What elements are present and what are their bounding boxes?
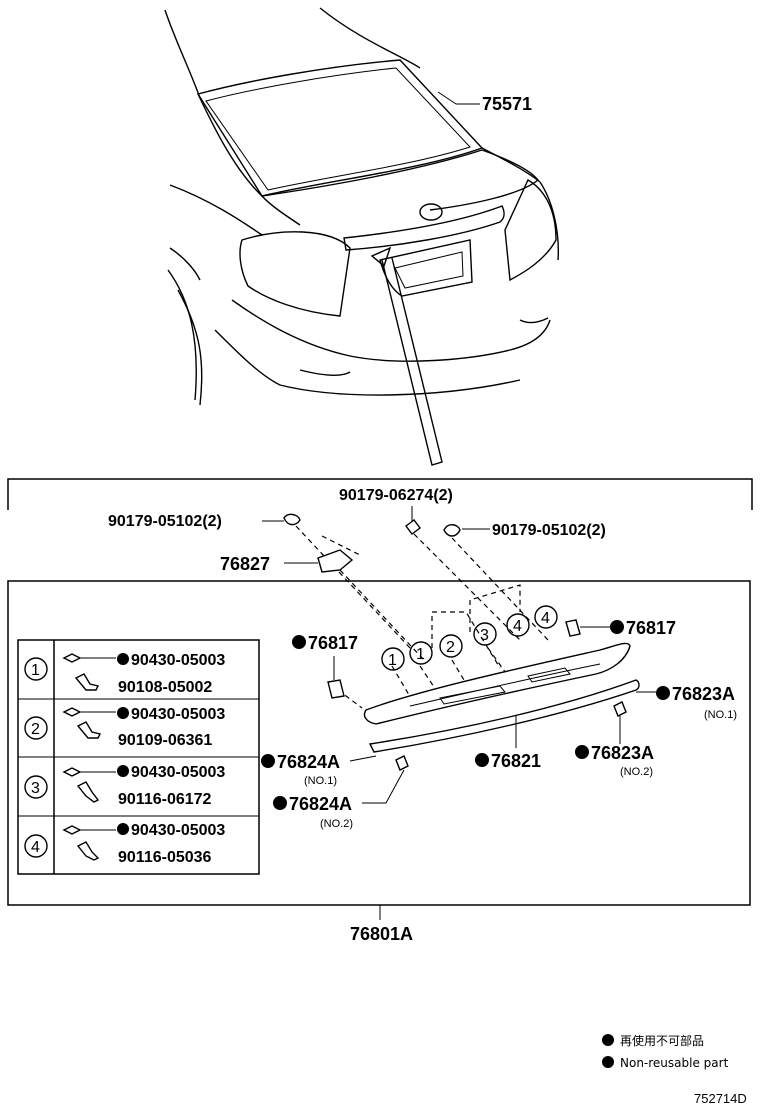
nut-icon: [405, 519, 421, 535]
washer-icon: [62, 653, 82, 663]
garnish-assembly: [327, 619, 640, 771]
part-90179-05102-right: 90179-05102(2): [443, 522, 606, 641]
part-note-76823A-no1: (NO.1): [704, 709, 737, 721]
part-note-76824A-no1: (NO.1): [304, 775, 337, 787]
callout-1a: 1: [388, 652, 397, 669]
part-90179-06274: 90179-06274(2): [339, 487, 521, 641]
screw-icon: [76, 721, 102, 739]
screw-icon: [76, 841, 100, 861]
table-row: 4 90430-05003 90116-05036: [24, 822, 225, 866]
callout-1b: 1: [416, 646, 425, 663]
callout-3: 3: [480, 627, 489, 644]
part-label-90179-06274: 90179-06274(2): [339, 487, 453, 504]
part-note-76823A-no2: (NO.2): [620, 766, 653, 778]
washer-icon: [62, 707, 82, 717]
part-label-76817-right: 76817: [626, 618, 676, 638]
part-label-76823A-no2: 76823A: [591, 743, 654, 763]
row-number: 1: [31, 662, 40, 679]
screw-part-number: 90116-06172: [118, 791, 212, 808]
washer-icon: [62, 825, 82, 835]
part-label-76824A-no1: 76824A: [277, 752, 340, 772]
screw-part-number: 90109-06361: [118, 732, 212, 749]
fastener-table: 1 90430-05003 90108-05002 2 90430-05003 …: [17, 639, 260, 875]
table-row: 3 90430-05003 90116-06172: [24, 764, 225, 808]
callout-2: 2: [446, 639, 455, 656]
part-label-76821: 76821: [491, 751, 541, 771]
nut-part-number: 90430-05003: [131, 764, 225, 781]
part-label-76827: 76827: [220, 554, 270, 574]
part-label-76817-left: 76817: [308, 633, 358, 653]
row-number: 4: [31, 839, 40, 856]
callout-4a: 4: [513, 618, 522, 635]
screw-icon: [76, 781, 100, 803]
part-label-76801A: 76801A: [350, 924, 413, 944]
callout-group: 1 1 2 3 4 4: [381, 605, 558, 671]
legend-en: Non-reusable part: [620, 1056, 729, 1070]
nut-part-number: 90430-05003: [131, 822, 225, 839]
left-labels: 76817 76824A (NO.1) 76824A (NO.2): [261, 633, 405, 830]
screw-icon: [74, 673, 100, 691]
clip-icon: [443, 524, 461, 537]
screw-part-number: 90108-05002: [118, 679, 212, 696]
clip-76817-left: [327, 679, 345, 699]
table-row: 1 90430-05003 90108-05002: [24, 652, 225, 696]
legend: 再使用不可部品 Non-reusable part: [602, 1033, 729, 1070]
nut-part-number: 90430-05003: [131, 652, 225, 669]
washer-icon: [62, 767, 82, 777]
part-label-76824A-no2: 76824A: [289, 794, 352, 814]
right-labels: 76817 76823A (NO.1) 76823A (NO.2) 76821: [475, 618, 737, 778]
part-label-90179-05102-left: 90179-05102(2): [108, 513, 222, 530]
part-label-76823A-no1: 76823A: [672, 684, 735, 704]
clip-76824A-no2: [395, 755, 409, 771]
part-label-90179-05102-right: 90179-05102(2): [492, 522, 606, 539]
part-76827: 76827: [220, 535, 425, 661]
part-75571: 75571: [437, 91, 532, 114]
part-note-76824A-no2: (NO.2): [320, 818, 353, 830]
row-number: 2: [31, 721, 40, 738]
bracket-icon: [317, 549, 354, 573]
assembly-frame: [7, 478, 753, 920]
table-row: 2 90430-05003 90109-06361: [24, 706, 225, 749]
legend-jp: 再使用不可部品: [620, 1033, 704, 1048]
clip-76823A-no2: [613, 701, 627, 717]
callout-4b: 4: [541, 610, 550, 627]
clip-icon: [283, 513, 301, 526]
molding-76823A-76824A: [368, 679, 640, 753]
part-90179-05102-left: 90179-05102(2): [108, 513, 411, 649]
figure-id: 752714D: [694, 1091, 747, 1106]
part-label-75571: 75571: [482, 94, 532, 114]
screw-part-number: 90116-05036: [118, 849, 212, 866]
row-number: 3: [31, 780, 40, 797]
clip-76817-right: [565, 619, 581, 637]
garnish-76821: [363, 642, 631, 725]
car-illustration: [164, 7, 560, 466]
nut-part-number: 90430-05003: [131, 706, 225, 723]
